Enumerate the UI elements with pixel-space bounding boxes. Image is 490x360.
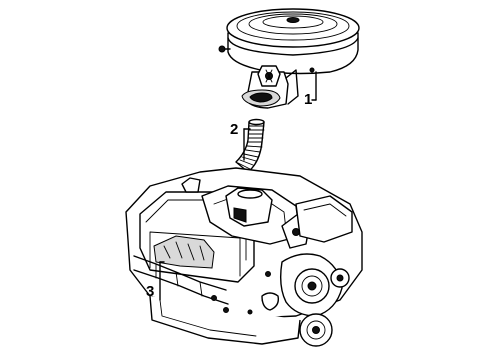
callout-1-label: 1 — [304, 91, 312, 108]
engine-block — [125, 167, 363, 347]
callout-2: 2 — [230, 121, 251, 161]
callout-3: 3 — [146, 261, 165, 301]
air-cleaner-assembly[interactable] — [218, 8, 360, 109]
callout-3-label: 3 — [146, 283, 154, 300]
callout-1: 1 — [304, 71, 317, 108]
callout-2-label: 2 — [230, 121, 238, 138]
duct-hose[interactable] — [235, 118, 265, 173]
